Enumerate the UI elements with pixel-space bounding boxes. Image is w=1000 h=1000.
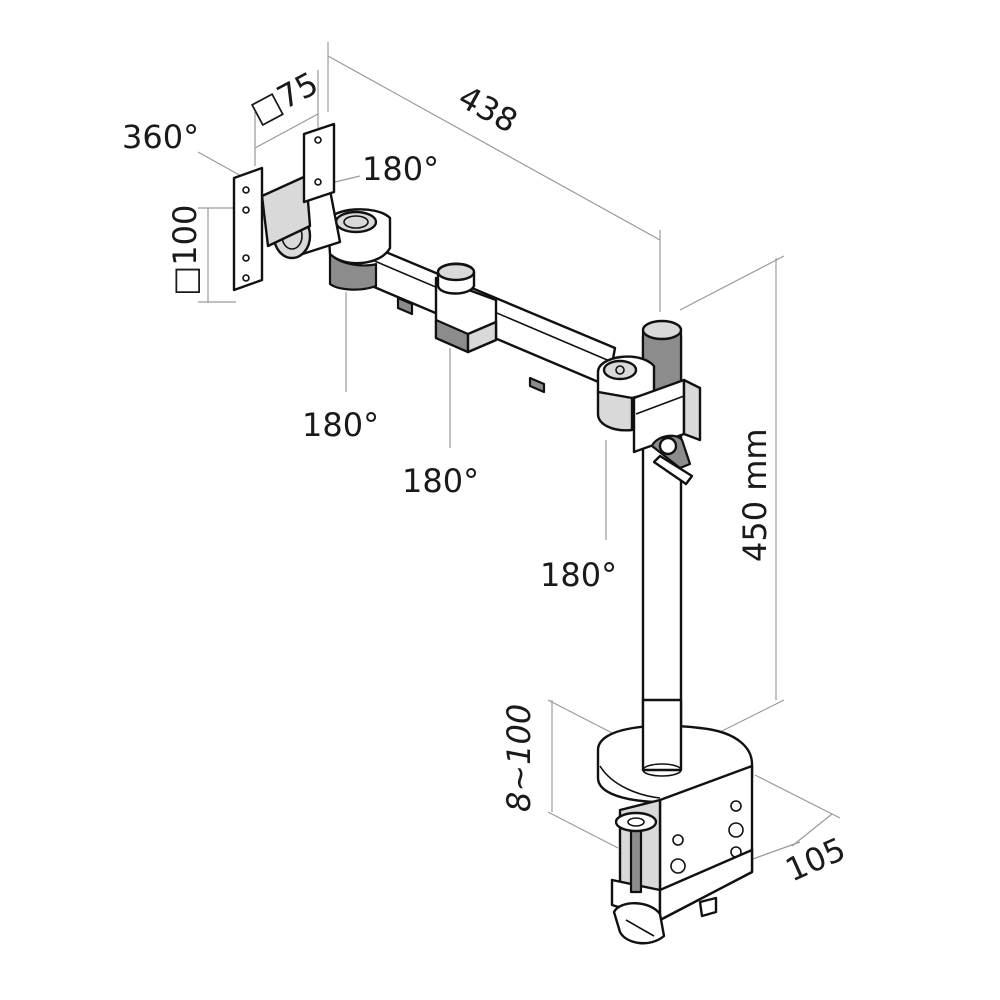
- clamp-depth-label: 105: [780, 830, 851, 890]
- labels: 360° □75 □100 438 180° 180° 180° 180° 45…: [122, 64, 851, 889]
- pole-height-label: 450 mm: [736, 428, 774, 562]
- joint-2-label: 180°: [402, 462, 479, 500]
- dimension-lines: [197, 42, 841, 861]
- clamp-thickness-label: 8~100: [500, 704, 538, 812]
- vesa-small-label: □75: [244, 64, 324, 131]
- joint-1-label: 180°: [302, 406, 379, 444]
- tilt-joint-label: 180°: [362, 150, 439, 188]
- head-joint: [326, 208, 392, 291]
- joint-3-label: 180°: [540, 556, 617, 594]
- pole-joint: [596, 355, 702, 486]
- vesa-large-label: □100: [166, 205, 204, 296]
- rotation-label: 360°: [122, 118, 199, 156]
- vesa-head: [232, 122, 342, 292]
- desk-clamp: [596, 698, 754, 945]
- middle-joint: [434, 262, 498, 354]
